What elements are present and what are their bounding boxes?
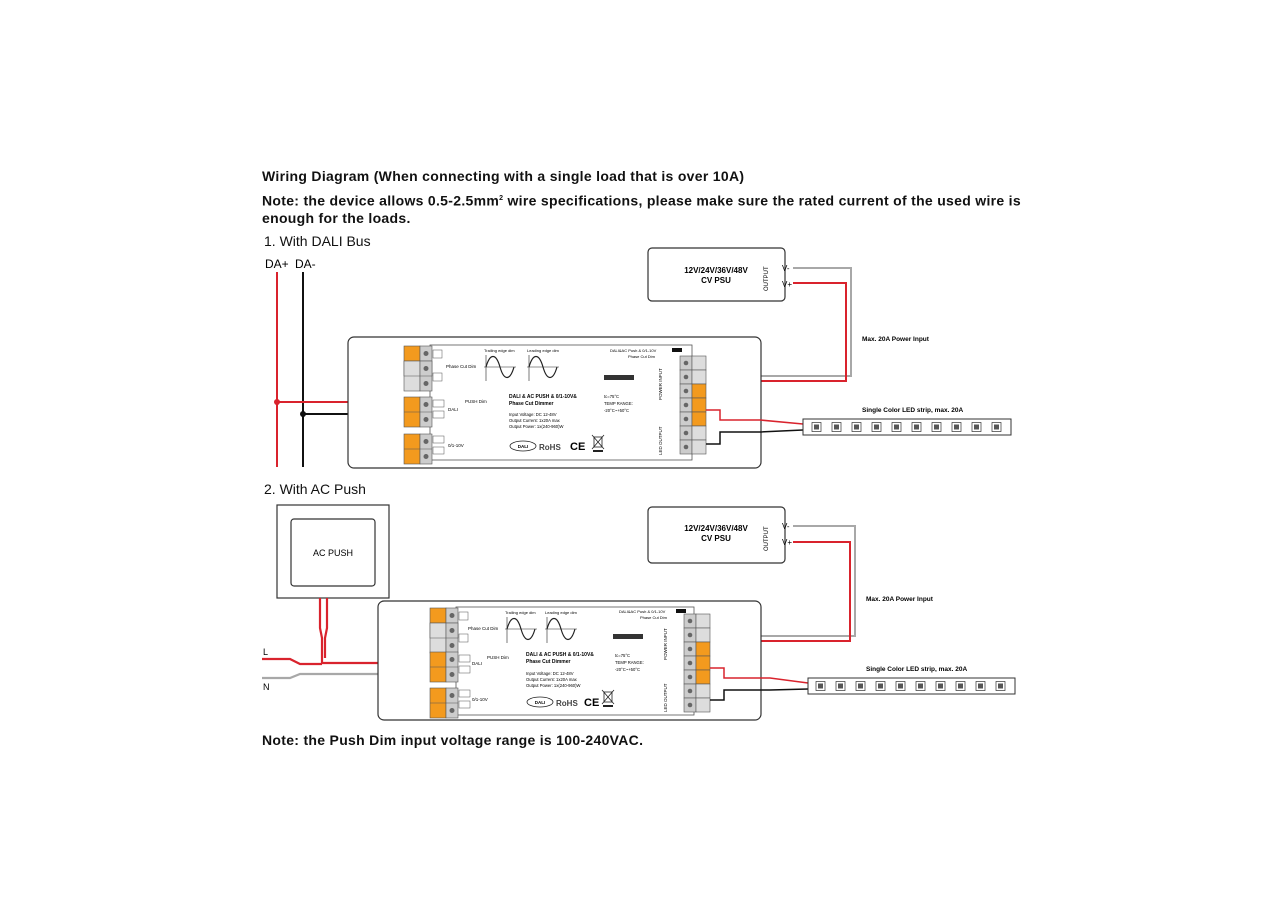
bus-label-da-plus: DA+ (265, 257, 289, 271)
device-2-spec-2: Output Current: 1x20A max (526, 677, 578, 682)
psu-1-vminus: V- (782, 264, 790, 273)
ac-push-switch: AC PUSH (276, 504, 390, 599)
device-1-weee-icon (591, 434, 605, 452)
device-1-spec-3: Output Power: 1x(240-960)W (509, 424, 564, 429)
psu-1: 12V/24V/36V/48V CV PSU OUTPUT V- V+ (647, 247, 792, 302)
psu-1-type: CV PSU (701, 276, 731, 285)
section1-heading: 1. With DALI Bus (264, 233, 371, 249)
device-1-power-input: POWER INPUT (658, 368, 663, 400)
psu-2-type: CV PSU (701, 534, 731, 543)
device-2-spec-1: Input Voltage: DC 12-48V (526, 671, 574, 676)
psu-2-output: OUTPUT (764, 526, 770, 551)
device-2-weee-icon (601, 689, 615, 707)
device-2-zero-ten: 0/1-10V (472, 697, 488, 702)
push-wire-in (323, 598, 329, 658)
line-wire-n (262, 672, 412, 680)
device-1-temp-label: TEMP RANGE: (604, 401, 633, 406)
dimmer-device-2: Phase Cut Dim DALI PUSH Dim 0/1-10V Trai… (377, 600, 762, 721)
device-1-ce: CE (570, 441, 585, 453)
power-input-label-1: Max. 20A Power Input (862, 336, 930, 343)
psu-2-rating: 12V/24V/36V/48V (684, 524, 748, 533)
dimmer-device-1: Phase Cut Dim DALI PUSH Dim 0/1-10V Trai… (347, 336, 762, 469)
push-dim-note: Note: the Push Dim input voltage range i… (262, 732, 644, 748)
power-input-label-2: Max. 20A Power Input (866, 596, 934, 603)
device-2-temp-value: -20°C~+50°C (615, 667, 640, 672)
psu-1-vminus-wire (708, 267, 852, 377)
device-2-temp-label: TEMP RANGE: (615, 660, 644, 665)
device-1-led-output: LED OUTPUT (658, 426, 663, 455)
device-2-top-right-2: Phase Cut Dim (640, 615, 668, 620)
device-2-dali: DALI (472, 661, 482, 666)
device-1-top-right-2: Phase Cut Dim (628, 354, 656, 359)
psu-1-vplus: V+ (782, 280, 792, 289)
led-strip-label-1: Single Color LED strip, max. 20A (862, 407, 963, 414)
led-strip-1 (802, 418, 1012, 436)
psu-1-vplus-wire (708, 282, 847, 382)
psu-2: 12V/24V/36V/48V CV PSU OUTPUT V- V+ (647, 506, 792, 564)
push-wire-out (318, 598, 412, 665)
section2-diagram: AC PUSH L N 12V/24V/36V/48V CV PSU OUTPU… (262, 504, 1016, 721)
device-2-trailing: Trailing edge dim (505, 610, 536, 615)
led-strip-2-minus-wire (710, 688, 809, 701)
led-strip-2-plus-wire (710, 667, 809, 684)
wire-spec-note-post: wire specifications, please make sure th… (262, 192, 1021, 226)
line-label-n: N (263, 682, 270, 692)
wire-spec-note: Note: the device allows 0.5-2.5mm2 wire … (262, 190, 1022, 227)
wire-spec-note-pre: Note: the device allows 0.5-2.5mm (262, 192, 500, 209)
psu-2-vplus-wire (710, 541, 851, 642)
line-wire-l (262, 657, 322, 666)
device-1-product-2: Phase Cut Dimmer (509, 401, 554, 407)
diagram-title: Wiring Diagram (When connecting with a s… (262, 168, 745, 184)
psu-2-vminus-wire (710, 525, 856, 637)
device-1-top-right-1: DALI&AC Push & 0/1-10V (610, 348, 657, 353)
device-1-spec-1: Input Voltage: DC 12-48V (509, 412, 557, 417)
psu-2-vplus: V+ (782, 538, 792, 547)
device-1-dali-logo: DALI (518, 444, 529, 449)
device-1-leading: Leading edge dim (527, 348, 559, 353)
led-strip-2 (807, 677, 1016, 695)
device-2-top-right-1: DALI&AC Push & 0/1-10V (619, 609, 666, 614)
bus-label-da-minus: DA- (295, 257, 316, 271)
device-2-push-dim: PUSH Dim (487, 655, 509, 660)
device-1-push-dim: PUSH Dim (465, 399, 487, 404)
device-2-led-output: LED OUTPUT (663, 683, 668, 712)
device-1-temp-value: -20°C~+50°C (604, 408, 629, 413)
device-2-phase-cut: Phase Cut Dim (468, 626, 499, 631)
device-2-product-1: DALI & AC PUSH & 0/1-10V& (526, 652, 594, 658)
led-strip-label-2: Single Color LED strip, max. 20A (866, 666, 967, 673)
device-1-tc: tc=75°C (604, 394, 619, 399)
section2-heading: 2. With AC Push (264, 481, 366, 497)
device-1-phase-cut: Phase Cut Dim (446, 364, 477, 369)
line-label-l: L (263, 647, 268, 657)
device-1-rohs: RoHS (539, 443, 561, 452)
device-2-leading: Leading edge dim (545, 610, 577, 615)
device-2-tc: tc=75°C (615, 653, 630, 658)
psu-1-output: OUTPUT (764, 266, 770, 291)
section1-diagram: DA+ DA- 12V/24V/36V/48V CV PSU OUTPUT V-… (265, 247, 1012, 469)
device-1-spec-2: Output Current: 1x20A max (509, 418, 561, 423)
device-2-product-2: Phase Cut Dimmer (526, 659, 571, 665)
ac-push-label: AC PUSH (313, 548, 353, 558)
device-2-spec-3: Output Power: 1x(240-960)W (526, 683, 581, 688)
device-1-trailing: Trailing edge dim (484, 348, 515, 353)
device-2-power-input: POWER INPUT (663, 628, 668, 660)
device-1-zero-ten: 0/1-10V (448, 443, 464, 448)
device-2-ce: CE (584, 697, 599, 709)
device-2-dali-logo: DALI (535, 700, 546, 705)
device-1-product-1: DALI & AC PUSH & 0/1-10V& (509, 394, 577, 400)
device-1-dali: DALI (448, 407, 458, 412)
wire-spec-note-sup: 2 (499, 195, 504, 202)
psu-1-rating: 12V/24V/36V/48V (684, 266, 748, 275)
psu-2-vminus: V- (782, 522, 790, 531)
led-strip-1-minus-wire (706, 429, 804, 445)
led-strip-1-plus-wire (706, 409, 804, 425)
device-2-rohs: RoHS (556, 699, 578, 708)
